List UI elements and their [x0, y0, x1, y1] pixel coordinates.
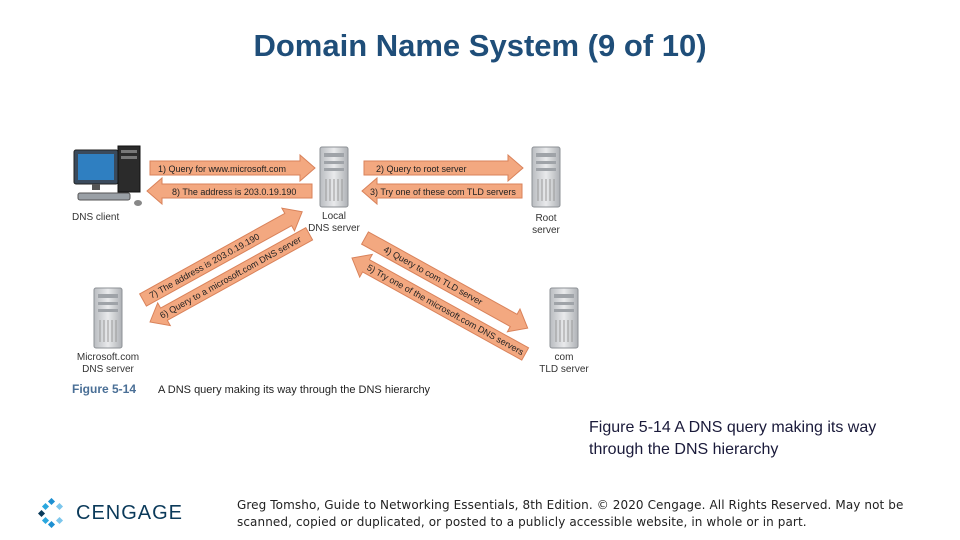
- root-server-label-2: server: [532, 225, 560, 236]
- svg-text:8) The address is 203.0.19.190: 8) The address is 203.0.19.190: [172, 187, 296, 197]
- microsoft-dns-server-icon: [93, 287, 123, 349]
- cengage-wordmark: CENGAGE: [76, 501, 184, 524]
- copyright-footer: Greg Tomsho, Guide to Networking Essenti…: [237, 498, 904, 529]
- tld-server-label-2: TLD server: [539, 364, 589, 375]
- slide-caption: Figure 5-14 A DNS query making its way t…: [589, 419, 877, 458]
- svg-text:1) Query for www.microsoft.com: 1) Query for www.microsoft.com: [158, 164, 286, 174]
- local-server-label-2: DNS server: [308, 223, 360, 234]
- dns-query-diagram: DNS client Local DNS server Root server …: [72, 145, 589, 396]
- figure-label: Figure 5-14: [72, 382, 136, 396]
- local-server-label-1: Local: [322, 211, 346, 222]
- cengage-mark-icon: [38, 498, 64, 528]
- tld-server-label-1: com: [555, 352, 574, 363]
- local-dns-server-icon: [319, 146, 349, 208]
- root-server-label-1: Root: [535, 213, 556, 224]
- figure-caption: A DNS query making its way through the D…: [158, 384, 431, 396]
- arrow-1-query: 1) Query for www.microsoft.com: [149, 153, 316, 183]
- slide-title: Domain Name System (9 of 10): [253, 28, 707, 63]
- cengage-logo: CENGAGE: [38, 498, 183, 528]
- arrow-2-query-root: 2) Query to root server: [363, 153, 524, 183]
- microsoft-server-label-2: DNS server: [82, 364, 134, 375]
- tld-server-icon: [549, 287, 579, 349]
- arrow-5-microsoft-referral: 5) Try one of the microsoft.com DNS serv…: [351, 253, 530, 361]
- svg-text:3) Try one of these com TLD se: 3) Try one of these com TLD servers: [370, 187, 516, 197]
- root-server-icon: [531, 146, 561, 208]
- dns-client-label: DNS client: [72, 212, 119, 223]
- svg-text:2) Query to root server: 2) Query to root server: [376, 164, 467, 174]
- arrow-3-tld-referral: 3) Try one of these com TLD servers: [361, 176, 523, 206]
- dns-client-computer-icon: [73, 145, 142, 206]
- microsoft-server-label-1: Microsoft.com: [77, 352, 139, 363]
- arrow-8-address: 8) The address is 203.0.19.190: [146, 176, 313, 206]
